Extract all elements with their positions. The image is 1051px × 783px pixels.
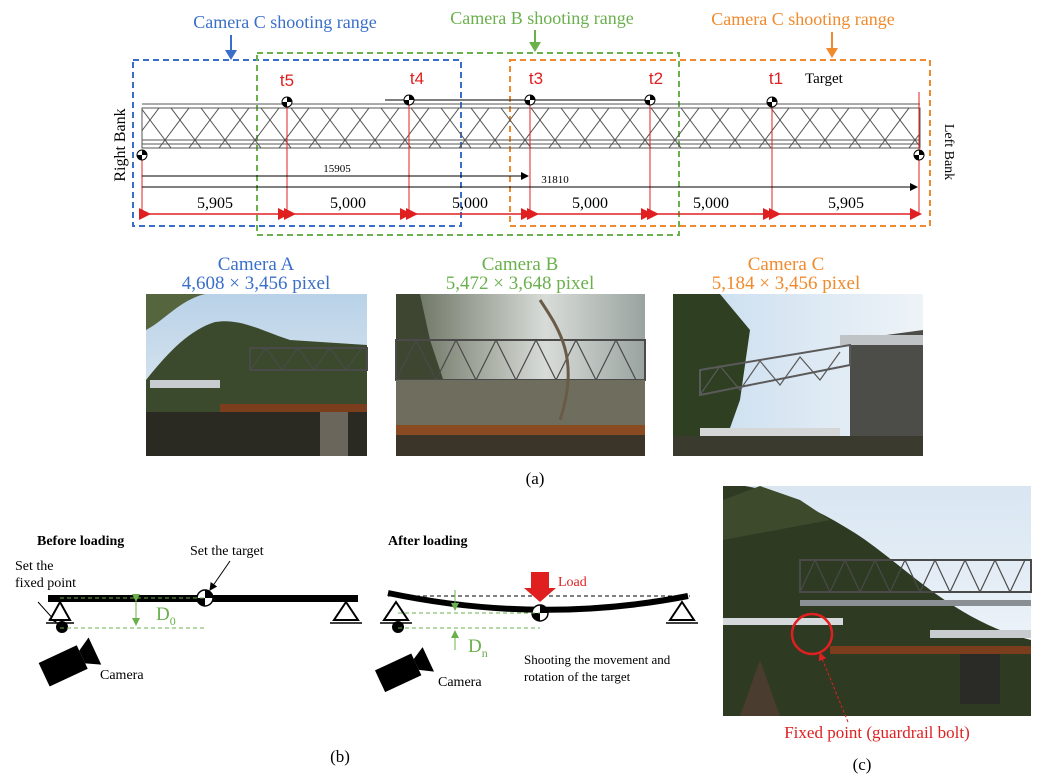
photo-camera-a	[146, 294, 368, 456]
target-icon	[524, 94, 536, 106]
fixed-point-dot	[56, 621, 68, 633]
camera-a-name: Camera A	[218, 254, 295, 275]
range-box-right	[509, 59, 931, 227]
support-right-before	[332, 600, 360, 621]
fixed-point-label: Fixed point (guardrail bolt)	[784, 723, 970, 742]
camera-label-after: Camera	[438, 675, 482, 690]
target-icon	[403, 94, 415, 106]
panel-a: Camera C shooting range Camera B shootin…	[112, 8, 956, 488]
segment-label: 5,905	[197, 195, 233, 212]
load-arrow-icon	[524, 572, 556, 602]
camera-c-name: Camera C	[748, 254, 825, 275]
dim-label-31810: 31810	[541, 174, 569, 186]
range-label-left: Camera C shooting range	[193, 12, 376, 32]
target-label-t4: t4	[410, 69, 424, 88]
target-markers	[136, 92, 925, 215]
segment-label: 5,000	[693, 195, 729, 212]
panel-c: Fixed point (guardrail bolt) (c)	[723, 486, 1032, 774]
target-label: Target	[805, 71, 844, 87]
target-label-t2: t2	[649, 69, 663, 88]
fixed-point-icon	[913, 149, 925, 161]
dim-label-15905: 15905	[323, 163, 351, 175]
segment-label: 5,000	[330, 195, 366, 212]
set-fixed-label-1: Set the	[15, 559, 54, 574]
segment-label: 5,905	[828, 195, 864, 212]
range-label-right: Camera C shooting range	[711, 9, 894, 29]
shooting-note-2: rotation of the target	[524, 669, 631, 684]
after-loading-title: After loading	[388, 534, 467, 549]
segment-label: 5,000	[572, 195, 608, 212]
dn-label: Dn	[468, 636, 488, 660]
set-target-arrow	[209, 560, 231, 591]
target-icon	[281, 96, 293, 108]
before-loading-title: Before loading	[37, 534, 124, 549]
camera-icon	[374, 647, 435, 693]
camera-label-before: Camera	[100, 668, 144, 683]
set-fixed-label-2: fixed point	[15, 576, 76, 591]
support-right-after	[668, 600, 696, 621]
target-label-t3: t3	[529, 69, 543, 88]
bridge-truss	[141, 99, 921, 149]
camera-icon	[38, 637, 102, 687]
fixed-point-dot	[392, 621, 404, 633]
photo-fixed-point	[723, 486, 1032, 716]
target-icon	[196, 589, 214, 607]
caption-a: (a)	[526, 469, 545, 488]
camera-b-resolution: 5,472 × 3,648 pixel	[446, 273, 594, 294]
range-label-mid: Camera B shooting range	[450, 8, 633, 28]
panel-b: Before loading Set the target Set the fi…	[15, 534, 698, 766]
range-arrowhead-left	[225, 50, 237, 60]
camera-a-resolution: 4,608 × 3,456 pixel	[182, 273, 330, 294]
fixed-point-arrow	[818, 652, 849, 723]
bank-label-left: Left Bank	[941, 124, 956, 180]
shooting-note-1: Shooting the movement and	[524, 652, 671, 667]
set-target-label: Set the target	[190, 544, 264, 559]
caption-b: (b)	[330, 747, 350, 766]
photo-camera-c	[673, 294, 923, 456]
photo-camera-b	[395, 294, 646, 456]
fixed-point-circle	[790, 612, 834, 656]
fixed-point-icon	[136, 149, 148, 161]
target-icon	[766, 96, 778, 108]
d0-label: D0	[156, 604, 176, 628]
caption-c: (c)	[853, 755, 872, 774]
camera-c-resolution: 5,184 × 3,456 pixel	[712, 273, 860, 294]
target-label-t1: t1	[769, 69, 783, 88]
range-arrowhead-right	[826, 48, 838, 58]
camera-b-name: Camera B	[482, 254, 559, 275]
support-left-after	[382, 600, 410, 621]
load-label: Load	[558, 575, 587, 590]
segment-label: 5,000	[452, 195, 488, 212]
target-icon	[644, 94, 656, 106]
range-arrowhead-mid	[529, 42, 541, 52]
target-label-t5: t5	[280, 71, 294, 90]
bank-label-right: Right Bank	[112, 108, 129, 181]
support-left-before	[48, 599, 72, 621]
